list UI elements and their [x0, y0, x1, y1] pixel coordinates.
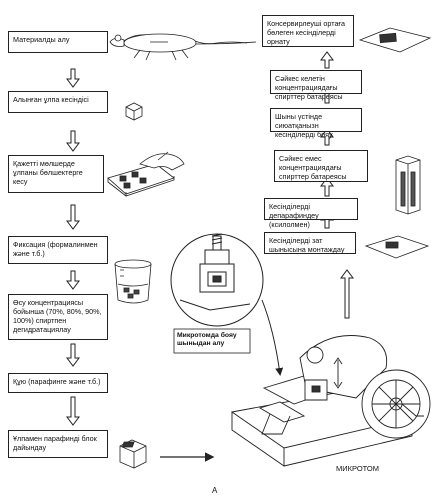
arrow-up-1 [340, 269, 354, 319]
arrow-down-4 [66, 270, 80, 290]
tissue-cube-1 [125, 102, 143, 121]
right-step-4-label: Шыны үстінде сиюатқанызн кесінділерді бо… [275, 112, 333, 139]
left-step-2-label: Алынған ұлпа кесіндісі [13, 95, 89, 104]
left-step-1: Материалды алу [8, 31, 108, 53]
left-step-5-label: Өсу концентрациясы бойынша (70%, 80%, 90… [13, 298, 102, 334]
arrow-up-4 [320, 128, 334, 146]
right-step-1-label: Кесінділерді зат шынысына монтаждау [269, 236, 345, 254]
right-step-2-label: Кесінділерді депарафиндеу (ксилолмен) [269, 202, 319, 229]
microtome-illustration [230, 335, 431, 467]
arrow-up-3 [320, 177, 334, 197]
arrow-up-6 [320, 51, 334, 69]
cutting-illustration [107, 151, 185, 197]
left-step-5: Өсу концентрациясы бойынша (70%, 80%, 90… [8, 294, 108, 340]
left-step-7: Ұлпамен парафинді блок дайындау [8, 430, 108, 458]
right-step-3-label: Сәйкес емес концентрациядағы спирттер ба… [279, 154, 347, 181]
left-step-6-label: Құю (парафинге және т.б.) [13, 377, 101, 386]
slide-mounting [364, 235, 430, 259]
left-step-2: Алынған ұлпа кесіндісі [8, 91, 108, 113]
arrow-down-1 [66, 68, 80, 88]
left-step-3: Қажетті мөлшерде ұлпаны бөлшектерге кесу [8, 155, 104, 193]
left-step-4: Фиксация (формалинмен және т.б.) [8, 236, 108, 264]
arrow-down-6 [66, 396, 80, 426]
left-step-1-label: Материалды алу [13, 35, 70, 44]
right-step-5-label: Сәйкес келетін концентрациядағы спирттер… [275, 74, 343, 101]
callout-leader [261, 299, 284, 376]
arrow-down-3 [66, 204, 80, 230]
figure-letter: А [212, 486, 218, 495]
arrow-down-5 [66, 343, 80, 367]
right-step-3: Сәйкес емес концентрациядағы спирттер ба… [274, 150, 368, 182]
right-step-1: Кесінділерді зат шынысына монтаждау [264, 232, 356, 254]
slide-final [358, 27, 432, 53]
right-step-6-label: Консервирлеуші ортаға бөлеген кесінділер… [267, 19, 346, 46]
right-step-4: Шыны үстінде сиюатқанызн кесінділерді бо… [270, 108, 362, 139]
rat-illustration [109, 33, 257, 61]
right-step-5: Сәйкес келетін концентрациядағы спирттер… [270, 70, 362, 101]
staining-jar [395, 155, 421, 215]
microtome-callout-text: Микротомда бояу шыныдан алу [177, 332, 237, 348]
right-step-6: Консервирлеуші ортаға бөлеген кесінділер… [262, 15, 354, 47]
paraffin-block-illustration [119, 439, 147, 469]
magnifier-circle [170, 233, 264, 327]
microtome-label: МИКРОТОМ [336, 464, 380, 473]
left-step-3-label: Қажетті мөлшерде ұлпаны бөлшектерге кесу [13, 159, 83, 186]
right-step-2: Кесінділерді депарафиндеу (ксилолмен) [264, 198, 358, 229]
callout-box [173, 328, 251, 354]
left-step-4-label: Фиксация (формалинмен және т.б.) [13, 240, 98, 258]
arrow-down-2 [66, 130, 80, 152]
left-step-6: Құю (парафинге және т.б.) [8, 373, 108, 393]
left-flow-arrows [66, 68, 80, 426]
left-step-7-label: Ұлпамен парафинді блок дайындау [13, 434, 97, 452]
beaker-illustration [114, 259, 152, 304]
